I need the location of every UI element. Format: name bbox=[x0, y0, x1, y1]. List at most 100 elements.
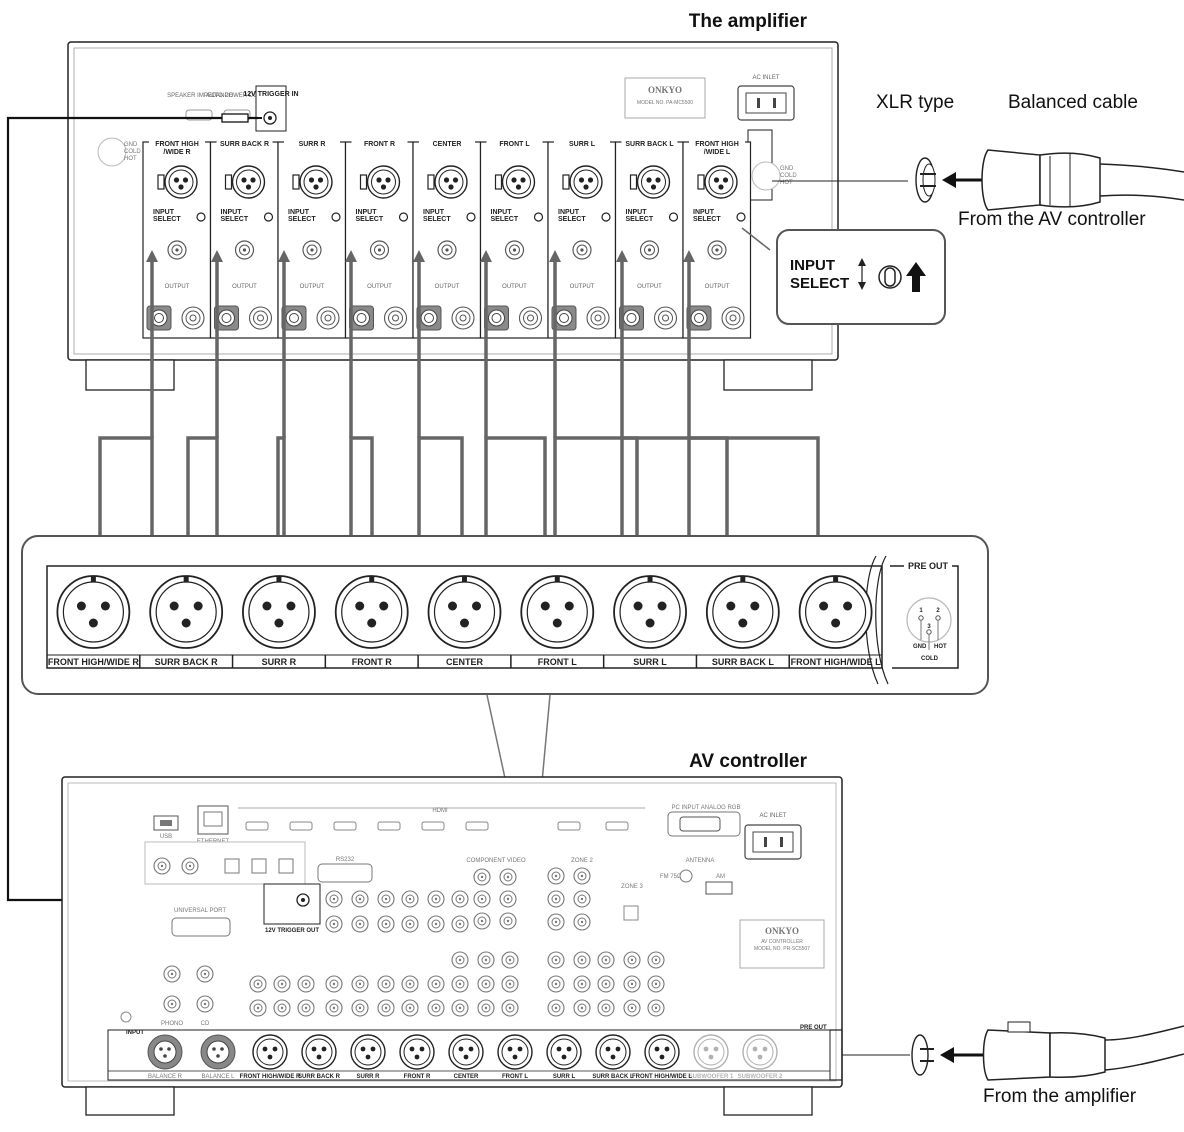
speaker-terminal-minus[interactable] bbox=[451, 306, 475, 330]
unbalanced-input-jack[interactable] bbox=[504, 240, 525, 260]
ctl-xlr-jack[interactable] bbox=[644, 1034, 680, 1070]
xlr-connector-icon bbox=[915, 157, 936, 203]
preout-xlr-jack[interactable] bbox=[520, 575, 595, 649]
ctl-xlr-label: SUBWOOFER 1 bbox=[689, 1074, 734, 1080]
svg-text:HOT: HOT bbox=[124, 156, 137, 162]
ctl-xlr-subwoofer-1: SUBWOOFER 1 bbox=[689, 1034, 734, 1080]
svg-text:PRE OUT: PRE OUT bbox=[908, 561, 949, 571]
speaker-terminal-minus[interactable] bbox=[248, 306, 273, 330]
universal-port[interactable]: UNIVERSAL PORT bbox=[171, 908, 231, 937]
ctl-xlr-jack[interactable] bbox=[693, 1034, 729, 1070]
preout-jack-center: CENTER bbox=[417, 575, 502, 668]
input-select-label-2: SELECT bbox=[221, 216, 249, 223]
ctl-xlr-jack[interactable] bbox=[497, 1034, 533, 1070]
unbalanced-input-jack[interactable] bbox=[234, 240, 255, 260]
digital-audio-inputs[interactable] bbox=[144, 841, 306, 885]
ctl-xlr-jack[interactable] bbox=[546, 1034, 582, 1070]
speaker-terminal-plus[interactable] bbox=[349, 305, 374, 331]
preout-xlr-jack[interactable] bbox=[427, 575, 502, 649]
ctl-xlr-jack[interactable] bbox=[252, 1034, 288, 1070]
unbalanced-input-jack[interactable] bbox=[369, 240, 390, 260]
output-label: OUTPUT bbox=[165, 284, 190, 290]
svg-text:GND: GND bbox=[780, 166, 794, 172]
preout-xlr-jack[interactable] bbox=[149, 575, 224, 649]
preout-xlr-jack[interactable] bbox=[56, 575, 131, 649]
unbalanced-input-jack[interactable] bbox=[302, 240, 322, 260]
ctl-xlr-jack[interactable] bbox=[301, 1034, 337, 1070]
preout-xlr-jack[interactable] bbox=[705, 575, 780, 649]
ctl-xlr-label: SURR BACK L bbox=[592, 1074, 634, 1080]
speaker-terminal-plus[interactable] bbox=[484, 305, 509, 331]
unbalanced-input-jack[interactable] bbox=[639, 240, 660, 260]
speaker-terminal-minus[interactable] bbox=[383, 306, 408, 330]
ctl-xlr-jack[interactable] bbox=[350, 1034, 386, 1070]
balance-l-input[interactable]: BALANCE L bbox=[200, 1034, 236, 1080]
unbalanced-input-jack[interactable] bbox=[437, 240, 457, 260]
cable-arrow-icon bbox=[616, 250, 628, 262]
preout-xlr-jack[interactable] bbox=[242, 575, 316, 649]
cable-front-r bbox=[345, 250, 374, 626]
amp-pin-legend-right: GND COLD HOT bbox=[747, 129, 797, 201]
speaker-terminal-minus[interactable] bbox=[653, 306, 678, 330]
input-select-switch[interactable] bbox=[196, 212, 206, 222]
input-select-switch[interactable] bbox=[466, 212, 476, 222]
usb-port[interactable]: USB bbox=[153, 815, 179, 840]
input-select-switch[interactable] bbox=[533, 212, 544, 222]
unbalanced-input-jack[interactable] bbox=[572, 240, 592, 260]
cable-arrow-icon bbox=[278, 250, 290, 262]
input-select-switch[interactable] bbox=[263, 212, 274, 222]
preout-xlr-jack[interactable] bbox=[334, 575, 409, 649]
amp-channel-label: FRONT L bbox=[499, 141, 530, 148]
antenna-terminals[interactable]: ANTENNA FM 75Ω AM bbox=[660, 858, 733, 895]
input-select-switch-icon bbox=[878, 265, 902, 289]
unbalanced-input-jack[interactable] bbox=[167, 240, 187, 260]
pc-input-port[interactable]: PC INPUT ANALOG RGB bbox=[667, 805, 741, 837]
cable-front-high-wide-l bbox=[683, 250, 820, 626]
preout-jack-front-l: FRONT L bbox=[510, 575, 595, 668]
input-select-switch[interactable] bbox=[601, 212, 611, 222]
ctl-model-plate: ONKYO AV CONTROLLER MODEL NO. PR-SC5507 bbox=[739, 919, 825, 969]
input-select-label: INPUT bbox=[626, 209, 648, 216]
input-select-switch[interactable] bbox=[736, 212, 746, 222]
av-controller-title: AV controller bbox=[689, 751, 807, 772]
ctl-xlr-jack[interactable] bbox=[595, 1034, 631, 1070]
rs232-port[interactable]: RS232 bbox=[317, 857, 373, 883]
speaker-terminal-minus[interactable] bbox=[586, 306, 610, 330]
ethernet-port[interactable]: ETHERNET bbox=[197, 805, 230, 845]
input-select-label: INPUT bbox=[356, 209, 378, 216]
hdmi-inputs[interactable]: HDMI bbox=[238, 807, 645, 831]
preout-jack-surr-r: SURR R bbox=[231, 575, 316, 668]
preout-jack-label: FRONT L bbox=[538, 657, 577, 667]
unbalanced-input-jack[interactable] bbox=[707, 240, 727, 260]
input-select-switch[interactable] bbox=[331, 212, 341, 222]
preout-xlr-jack[interactable] bbox=[798, 575, 873, 649]
speaker-terminal-minus[interactable] bbox=[181, 306, 205, 330]
ctl-xlr-jack[interactable] bbox=[448, 1034, 484, 1070]
preout-xlr-jack[interactable] bbox=[613, 575, 687, 649]
balance-r-input[interactable]: BALANCE R bbox=[147, 1034, 183, 1080]
ctl-xlr-label: SUBWOOFER 2 bbox=[738, 1074, 783, 1080]
input-select-switch[interactable] bbox=[668, 212, 679, 222]
speaker-terminal-minus[interactable] bbox=[518, 306, 543, 330]
from-av-controller-caption: From the AV controller bbox=[958, 209, 1146, 230]
amp-trigger-in[interactable]: 12V TRIGGER IN bbox=[243, 85, 299, 132]
speaker-terminal-minus[interactable] bbox=[316, 306, 340, 330]
ctl-trigger-out[interactable]: 12V TRIGGER OUT bbox=[263, 883, 321, 934]
speaker-terminal-minus[interactable] bbox=[721, 306, 745, 330]
ctl-xlr-jack[interactable] bbox=[742, 1034, 778, 1070]
ctl-xlr-front-r: FRONT R bbox=[399, 1034, 435, 1080]
svg-text:COMPONENT VIDEO: COMPONENT VIDEO bbox=[466, 858, 526, 864]
svg-text:USB: USB bbox=[160, 834, 172, 840]
amp-channel-label: SURR BACK R bbox=[220, 141, 269, 148]
svg-text:MODEL NO. PA-MC5500: MODEL NO. PA-MC5500 bbox=[637, 100, 693, 106]
input-select-switch[interactable] bbox=[398, 212, 409, 222]
ctl-xlr-jack[interactable] bbox=[399, 1034, 435, 1070]
output-label: OUTPUT bbox=[367, 284, 392, 290]
input-select-label-2: SELECT bbox=[423, 216, 451, 223]
